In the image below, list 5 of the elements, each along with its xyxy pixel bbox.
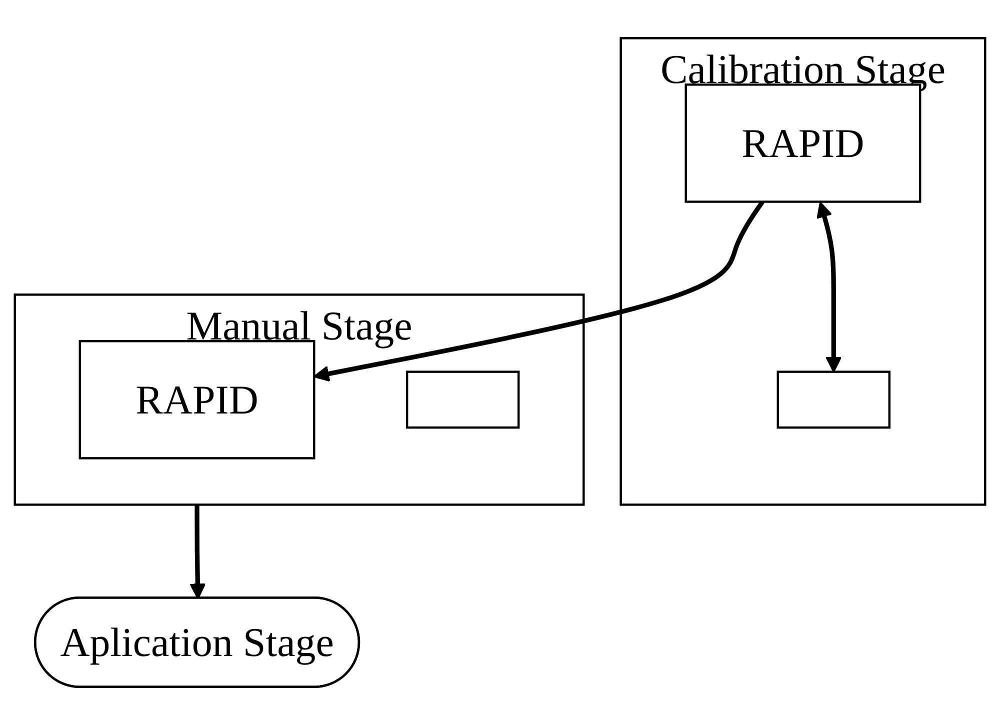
node-box: [406, 370, 520, 429]
node-box: RAPID: [78, 340, 316, 460]
arrow: [816, 202, 842, 373]
node-box: RAPID: [684, 84, 922, 203]
node-box: [776, 370, 891, 429]
